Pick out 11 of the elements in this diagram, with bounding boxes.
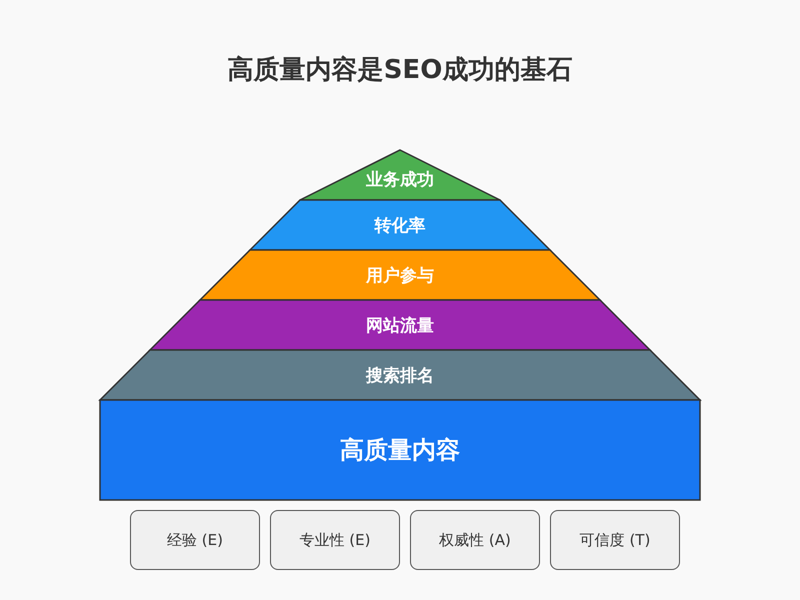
pillar-box: 可信度 (T) xyxy=(550,510,680,570)
pillar-box: 经验 (E) xyxy=(130,510,260,570)
pyramid-layer: 转化率 xyxy=(250,200,550,250)
title: 高质量内容是SEO成功的基石 xyxy=(226,54,574,87)
pyramid-layer: 业务成功 xyxy=(300,150,500,200)
pyramid-base: 高质量内容 xyxy=(100,400,700,500)
pillar-box: 权威性 (A) xyxy=(410,510,540,570)
pillar-box: 专业性 (E) xyxy=(270,510,400,570)
pyramid-layer: 搜索排名 xyxy=(100,350,700,400)
pyramid-layer: 用户参与 xyxy=(200,250,600,300)
pyramid-layer: 网站流量 xyxy=(150,300,650,350)
